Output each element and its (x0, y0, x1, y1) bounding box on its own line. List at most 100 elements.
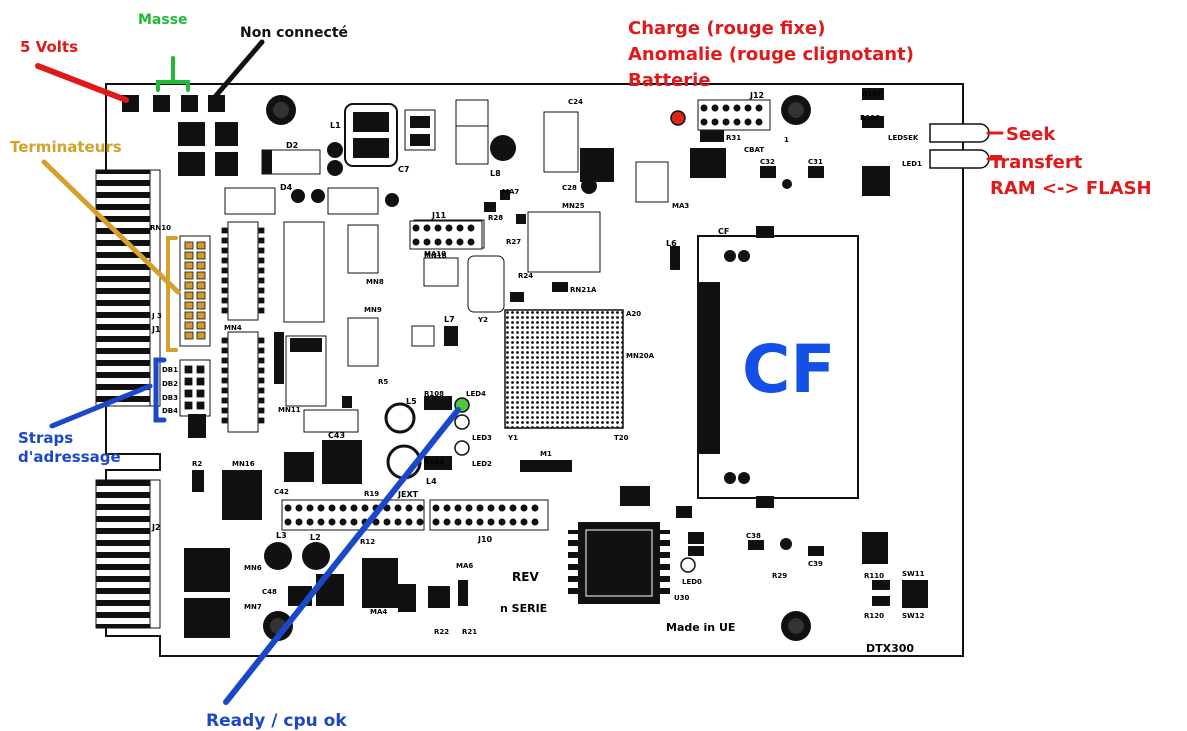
header-pin (339, 504, 347, 512)
mn6-label: MN6 (244, 564, 262, 572)
seek-label: Seek (1006, 124, 1056, 145)
header-pin (733, 104, 741, 112)
l2-label: L2 (310, 533, 321, 542)
dip-pin (258, 257, 265, 264)
charge-label-line3: Batterie (628, 70, 711, 91)
dip-pin (258, 337, 265, 344)
j1-label: J1 (151, 325, 161, 334)
mn16-label: MN16 (232, 460, 255, 468)
header-pin (487, 504, 495, 512)
header-pin (456, 238, 464, 246)
header-pin (465, 518, 473, 526)
ma4-label: MA4 (370, 608, 387, 616)
c28-label: C28 (562, 184, 577, 192)
sw12-label: SW12 (902, 612, 925, 620)
charge-label-line1: Charge (rouge fixe) (628, 18, 825, 39)
dip-pin (221, 397, 228, 404)
dip-pin (221, 337, 228, 344)
header-pin (284, 504, 292, 512)
ready-arrow (223, 407, 461, 705)
mounting-holes (263, 95, 811, 641)
serie-label: n SERIE (500, 602, 547, 615)
cf-big-label: CF (742, 331, 836, 408)
transfert-label-line2: RAM <-> FLASH (990, 178, 1152, 199)
r107-label: R107 (862, 90, 882, 98)
mn9-label: MN9 (364, 306, 382, 314)
header-pin (520, 518, 528, 526)
dip-pin (221, 227, 228, 234)
terminator-pad (184, 271, 194, 280)
dip-ics-left (221, 221, 327, 433)
r24-label: R24 (518, 272, 533, 280)
header-pin (456, 224, 464, 232)
header-pin (350, 504, 358, 512)
header-pin (317, 504, 325, 512)
c39-label: C39 (808, 560, 823, 568)
r21-label: R21 (462, 628, 477, 636)
seek-transfer-leds (862, 88, 990, 196)
sw11-label: SW11 (902, 570, 925, 578)
annotation-texts: 5 Volts Masse Non connecté Terminateurs … (10, 12, 1152, 731)
rn10-label: RN10 (150, 224, 171, 232)
r5-label: R5 (378, 378, 388, 386)
terminator-pad (196, 311, 206, 320)
edge-connector-j2 (95, 479, 161, 629)
j2-label: J2 (151, 523, 161, 532)
address-straps (179, 359, 211, 417)
terminator-pad (196, 291, 206, 300)
mn7-label: MN7 (244, 603, 262, 611)
header-pin (412, 224, 420, 232)
header-pin (383, 518, 391, 526)
j3-label: J 3 (151, 312, 162, 320)
dip-pin (258, 347, 265, 354)
small-components (184, 130, 928, 638)
header-pin (394, 518, 402, 526)
terminateurs-label: Terminateurs (10, 138, 122, 156)
header-j12 (697, 99, 771, 131)
dip-pin (221, 257, 228, 264)
c38-label: C38 (746, 532, 761, 540)
dip-pin (258, 287, 265, 294)
header-pin (509, 504, 517, 512)
header-pin (295, 504, 303, 512)
dip-pin (221, 307, 228, 314)
strap-pad (196, 377, 205, 386)
strap-pad (196, 365, 205, 374)
dip-pin (258, 397, 265, 404)
power-section (178, 103, 436, 215)
straps-label-line1: Straps (18, 429, 73, 447)
c7-label: C7 (398, 165, 409, 174)
masse-label: Masse (138, 12, 188, 28)
dip-pin (258, 247, 265, 254)
mn20a-label: MN20A (626, 352, 655, 360)
dip-pin (221, 247, 228, 254)
led4-label: LED4 (466, 390, 486, 398)
straps-label-line2: d'adressage (18, 448, 121, 466)
terminator-pad (196, 261, 206, 270)
r2-label: R2 (192, 460, 202, 468)
db1-label: DB1 (162, 366, 178, 374)
d2-label: D2 (286, 141, 298, 150)
db2-label: DB2 (162, 380, 178, 388)
dip-pin (258, 387, 265, 394)
ready-label: Ready / cpu ok (206, 711, 347, 731)
edge-connector-j1 (95, 169, 161, 407)
m1-label: M1 (540, 450, 552, 458)
strap-pad (196, 389, 205, 398)
bga-mn20a (504, 309, 624, 429)
five-volts-arrow (35, 63, 129, 103)
annotation-lines (35, 39, 1004, 705)
l7-label: L7 (444, 315, 455, 324)
header-pin (432, 504, 440, 512)
header-pin (328, 518, 336, 526)
terminator-pad (196, 241, 206, 250)
terminator-pad (196, 271, 206, 280)
l6-label: L6 (666, 239, 677, 248)
header-pin (295, 518, 303, 526)
r27-label: R27 (506, 238, 521, 246)
header-pin (361, 504, 369, 512)
header-pin (443, 504, 451, 512)
terminator-pad (184, 311, 194, 320)
terminator-pad (184, 241, 194, 250)
dip-pin (221, 367, 228, 374)
